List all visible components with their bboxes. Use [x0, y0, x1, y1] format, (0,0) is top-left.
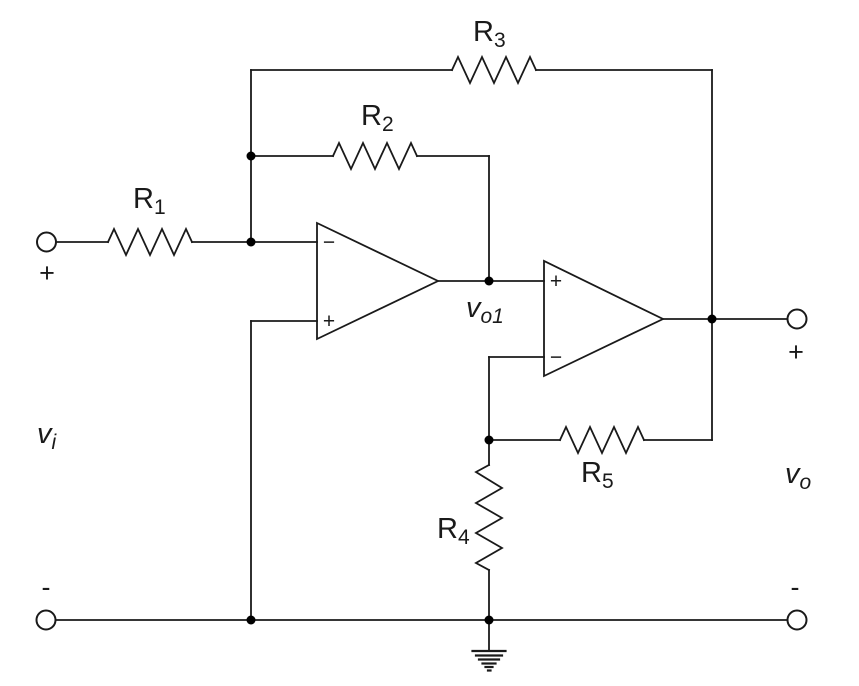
signal-vi-label: vi — [37, 418, 58, 454]
labels: R1 R2 R3 R4 R5 vi vo1 vo + - + - − + + − — [37, 16, 812, 602]
input-plus-mark: + — [39, 258, 55, 288]
resistor-r2-zigzag — [331, 140, 419, 172]
output-plus-mark: + — [788, 337, 804, 367]
output-minus-mark: - — [791, 572, 800, 602]
terminals — [35, 231, 808, 631]
schematic-lines — [35, 54, 808, 672]
opamp2-inverting-sign: − — [550, 346, 562, 369]
resistor-r4-label: R4 — [437, 513, 470, 549]
wires — [55, 69, 788, 651]
resistor-r3-zigzag — [450, 54, 538, 86]
ground-symbol — [471, 649, 507, 672]
opamp2-noninverting-sign: + — [550, 270, 562, 293]
resistor-symbols — [106, 54, 646, 572]
resistor-r5-zigzag — [558, 424, 646, 456]
output-terminal-positive — [786, 308, 808, 330]
junction-dot — [246, 615, 256, 625]
opamp1-noninverting-sign: + — [323, 310, 335, 333]
junction-dot — [484, 276, 494, 286]
opamp2-triangle — [543, 259, 666, 378]
resistor-r2-label: R2 — [361, 100, 394, 136]
opamp1-inverting-sign: − — [323, 231, 335, 254]
junction-dot — [707, 314, 717, 324]
resistor-r1-zigzag — [106, 226, 194, 258]
signal-vo-label: vo — [785, 458, 812, 494]
resistor-r5-label: R5 — [581, 457, 614, 493]
junction-dots — [246, 151, 717, 625]
resistor-r3-label: R3 — [473, 16, 506, 52]
signal-vo1-label: vo1 — [466, 292, 504, 328]
resistor-r4-zigzag — [474, 463, 504, 572]
input-terminal-negative — [35, 609, 57, 631]
junction-dot — [484, 615, 494, 625]
opamp1-triangle — [316, 221, 441, 341]
input-terminal-positive — [36, 231, 57, 253]
junction-dot — [246, 151, 256, 161]
junction-dot — [484, 435, 494, 445]
output-terminal-negative — [786, 609, 808, 631]
resistor-r1-label: R1 — [133, 183, 166, 219]
input-minus-mark: - — [42, 572, 51, 602]
junction-dot — [246, 237, 256, 247]
